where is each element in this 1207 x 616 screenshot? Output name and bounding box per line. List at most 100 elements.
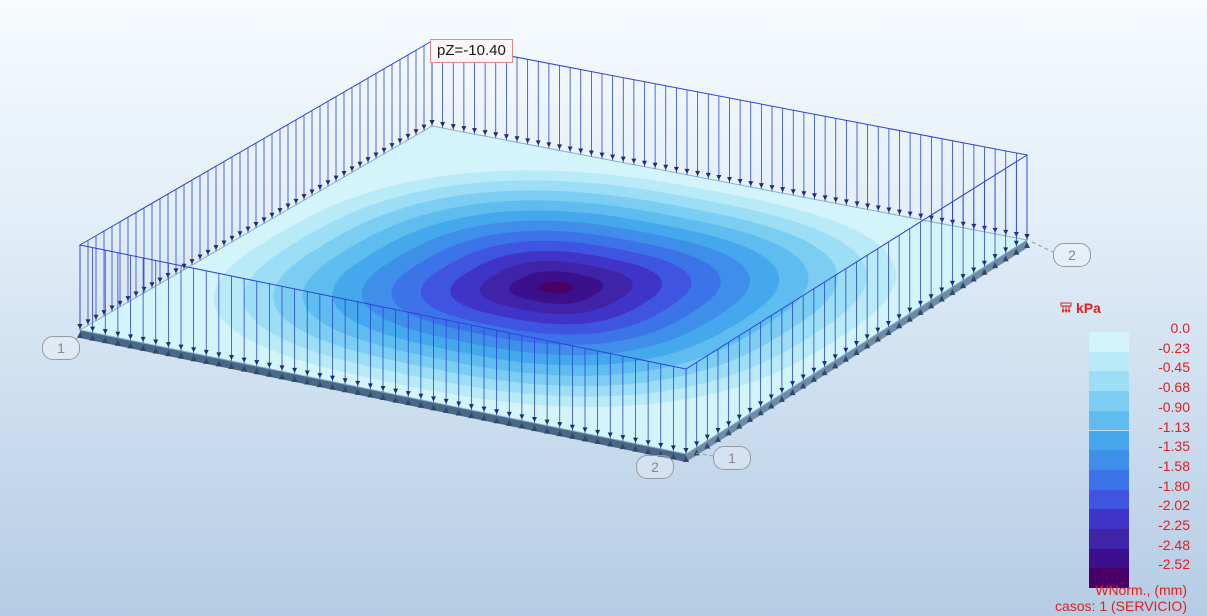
load-arrow-front-left-arrow-47	[670, 445, 676, 451]
load-arrow-back-left-arrow-21	[245, 226, 251, 232]
load-arrow-front-left-arrow-13	[241, 357, 247, 363]
load-arrow-back-right-arrow-12	[557, 144, 562, 150]
legend-value-2: -0.45	[1158, 359, 1190, 376]
load-arrow-front-left-arrow-22	[355, 380, 361, 386]
load-arrow-front-left-arrow-5	[140, 336, 146, 342]
load-arrow-back-right-arrow-16	[599, 152, 605, 158]
load-arrow-back-left-arrow-4	[109, 305, 115, 311]
load-arrow-back-right-arrow-9	[525, 138, 531, 144]
legend-value-7: -1.58	[1158, 457, 1190, 474]
support-front-left-20	[329, 383, 336, 390]
support-front-right-29	[992, 262, 999, 269]
legend-value-10: -2.25	[1158, 517, 1190, 533]
load-arrow-front-left-arrow-12	[229, 355, 234, 360]
load-arrow-front-right-arrow-15	[843, 347, 849, 353]
load-arrow-back-left-arrow-26	[285, 203, 291, 209]
support-front-right-27	[970, 275, 977, 282]
support-front-right-23	[928, 302, 935, 309]
legend-swatch-1	[1089, 351, 1129, 372]
load-arrow-back-right-arrow-17	[610, 154, 616, 160]
support-front-left-6	[152, 347, 159, 354]
support-front-left-40	[582, 435, 588, 442]
load-arrow-back-right-arrow-1	[440, 122, 446, 128]
support-front-right-31	[1013, 248, 1020, 255]
load-arrow-front-right-arrow-25	[949, 280, 955, 286]
load-arrow-back-left-arrow-2	[93, 314, 99, 320]
support-front-left-42	[607, 440, 614, 447]
support-front-right-28	[981, 268, 988, 275]
load-arrow-back-right-arrow-37	[822, 195, 828, 201]
support-front-left-45	[645, 448, 652, 455]
axis-marker-1-left[interactable]: 1	[42, 336, 80, 360]
load-arrow-front-left-arrow-45	[645, 440, 651, 446]
support-front-right-18	[874, 335, 881, 342]
legend-swatch-3	[1089, 391, 1129, 411]
load-arrow-back-left-arrow-19	[229, 235, 235, 241]
support-front-left-43	[619, 443, 626, 450]
axis-marker-2-front[interactable]: 2	[636, 455, 674, 479]
legend-swatch-9	[1089, 509, 1129, 529]
support-front-left-29	[443, 406, 450, 413]
load-arrow-back-right-arrow-38	[833, 197, 839, 203]
load-arrow-back-left-arrow-5	[117, 300, 123, 306]
support-front-right-10	[789, 389, 796, 396]
load-arrow-back-right-arrow-14	[578, 148, 584, 154]
load-arrow-front-left-arrow-46	[658, 442, 664, 448]
load-arrow-front-right-arrow-0	[683, 448, 689, 453]
load-arrow-back-right-arrow-26	[705, 172, 711, 178]
support-front-left-38	[556, 430, 563, 437]
load-arrow-back-left-arrow-22	[253, 222, 259, 227]
load-arrow-back-right-arrow-41	[865, 203, 871, 209]
load-arrow-front-right-arrow-28	[981, 260, 987, 266]
load-arrow-back-right-arrow-3	[461, 126, 467, 132]
support-front-left-2	[102, 337, 109, 344]
legend-value-6: -1.35	[1158, 438, 1190, 455]
support-front-left-7	[165, 350, 172, 357]
load-arrow-front-right-arrow-18	[875, 327, 881, 333]
load-value-label: pZ=-10.40	[430, 39, 513, 63]
load-arrow-back-right-arrow-11	[546, 142, 552, 148]
axis-marker-1-front[interactable]: 1	[713, 446, 751, 470]
load-arrow-back-left-arrow-41	[405, 133, 411, 139]
load-arrow-front-right-arrow-1	[694, 441, 700, 447]
load-arrow-front-right-arrow-30	[1003, 247, 1009, 253]
legend-value-9: -2.02	[1158, 497, 1190, 514]
support-front-left-35	[518, 422, 525, 429]
legend-value-5: -1.13	[1158, 418, 1190, 435]
load-arrow-front-left-arrow-25	[393, 388, 399, 394]
load-arrow-back-left-arrow-40	[397, 138, 403, 144]
load-arrow-back-right-arrow-46	[918, 213, 924, 219]
support-front-left-18	[304, 378, 311, 385]
load-arrow-back-right-arrow-28	[727, 177, 732, 182]
load-arrow-back-left-arrow-37	[373, 152, 379, 158]
support-front-left-15	[266, 370, 273, 377]
load-arrow-front-right-arrow-19	[885, 320, 891, 326]
legend-value-4: -0.90	[1158, 398, 1190, 415]
legend-swatch-6	[1089, 450, 1129, 470]
load-arrow-back-right-arrow-39	[843, 199, 849, 205]
load-arrow-front-left-arrow-10	[203, 349, 209, 355]
legend-unit-label: kPa	[1060, 300, 1101, 316]
load-arrow-front-left-arrow-26	[405, 391, 411, 397]
load-arrow-back-right-arrow-18	[620, 156, 626, 162]
axis-guide-2-right	[1031, 241, 1054, 253]
load-arrow-back-right-arrow-25	[695, 170, 701, 176]
legend-value-11: -2.48	[1158, 536, 1190, 553]
load-arrow-front-left-arrow-6	[153, 339, 159, 345]
load-arrow-front-left-arrow-2	[102, 329, 108, 335]
support-front-right-11	[800, 382, 807, 389]
support-front-right-7	[757, 409, 764, 416]
load-arrow-front-left-arrow-30	[456, 401, 462, 407]
load-arrow-back-left-arrow-31	[325, 180, 331, 186]
axis-marker-2-right[interactable]: 2	[1053, 243, 1091, 267]
load-arrow-front-right-arrow-9	[779, 387, 785, 393]
contour-band-12	[538, 281, 574, 294]
support-front-left-9	[190, 355, 197, 362]
load-arrow-front-left-arrow-23	[367, 383, 373, 389]
load-arrow-front-left-arrow-17	[292, 367, 298, 373]
load-arrow-front-right-arrow-29	[992, 254, 998, 260]
load-arrow-front-right-arrow-3	[715, 427, 721, 433]
load-arrow-front-right-arrow-5	[736, 414, 742, 420]
